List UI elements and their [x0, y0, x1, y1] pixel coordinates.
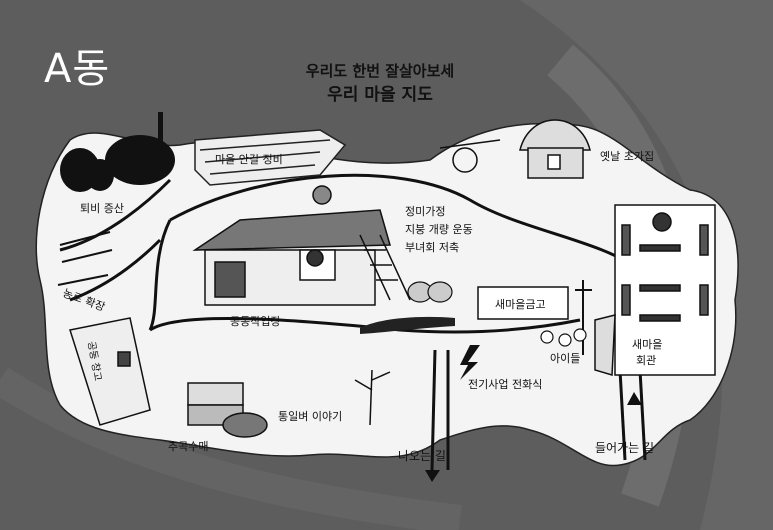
heading-line2: 우리 마을 지도: [327, 85, 433, 105]
label-fund: 새마을금고: [495, 298, 546, 311]
cart-icon: [439, 139, 501, 173]
heading-line1: 우리도 한번 잘살아보세: [306, 62, 454, 80]
label-roof-2: 지붕 개량 운동: [405, 223, 473, 236]
label-hall-2: 회관: [636, 354, 656, 367]
arrow-down-icon: [425, 470, 440, 482]
reed-icon: [354, 369, 391, 426]
straw-house-icon: [519, 119, 591, 179]
label-compost: 퇴비 증산: [80, 202, 124, 215]
children-icon: [540, 328, 587, 347]
label-electricity: 전기사업 전화식: [468, 378, 542, 391]
label-way-in: 들어가는 길: [595, 441, 654, 455]
jars-icon: [407, 281, 453, 303]
grain-sacks-icon: [187, 382, 268, 438]
trees-icon: [60, 112, 175, 192]
lightning-icon: [460, 345, 480, 380]
arrow-up-icon: [627, 392, 642, 405]
label-roof-3: 부녀회 저축: [405, 241, 459, 254]
fence-icon: [57, 231, 113, 286]
power-pole-icon: [575, 280, 592, 355]
label-unity: 통일벼 이야기: [278, 409, 342, 423]
label-hall-1: 새마을: [632, 338, 662, 351]
warehouse-icon: [69, 317, 151, 426]
village-hall-icon: [614, 204, 716, 376]
label-way-out: 나오는 길: [398, 449, 446, 463]
page-title: A동: [44, 46, 111, 92]
main-house-icon: [192, 185, 411, 306]
hedge-icon: [360, 316, 455, 334]
label-kids: 아이들: [550, 352, 580, 365]
stone-wall-icon: [194, 129, 347, 186]
label-old-house: 옛날 초가집: [600, 150, 654, 163]
bank-icon: [477, 286, 569, 320]
label-grain-buy: 추곡수매: [168, 440, 208, 453]
label-stone-wall: 마을 안길 정비: [215, 153, 283, 166]
gate-icon: [594, 314, 616, 376]
label-roof-1: 정미가정: [405, 205, 445, 218]
label-cooperative: 공동작업장: [230, 315, 281, 328]
